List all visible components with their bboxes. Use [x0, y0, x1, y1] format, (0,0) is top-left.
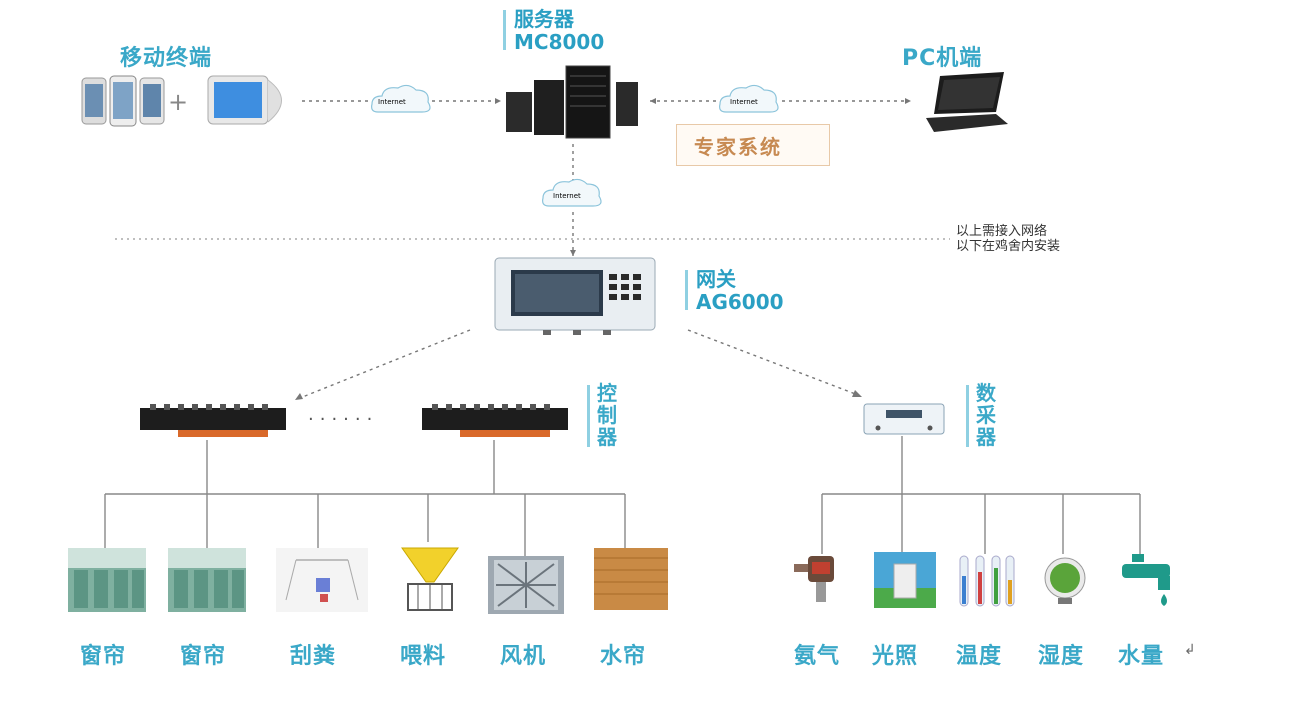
pc-terminal-label: PC机端: [902, 46, 983, 71]
controller-ellipsis: ......: [308, 404, 379, 425]
controller-char-2: 制: [597, 403, 617, 427]
controller-char-3: 器: [597, 425, 617, 449]
actuator-label: 窗帘: [180, 644, 227, 669]
svg-text:Internet: Internet: [730, 98, 758, 106]
actuator-label: 水帘: [600, 644, 647, 669]
internet-cloud-left-icon: Internet: [371, 84, 431, 113]
server-label-model: MC8000: [514, 30, 605, 54]
actuator-label: 喂料: [400, 644, 447, 669]
actuator-label: 风机: [500, 644, 547, 669]
line-break-mark: ↲: [1184, 642, 1196, 658]
gateway-label-cn: 网关: [696, 267, 736, 291]
water-tap-icon: [1122, 554, 1170, 606]
gateway-device-icon: [494, 257, 656, 335]
gateway-label-bar: [685, 270, 688, 310]
note-line-below: 以下在鸡舍内安装: [956, 239, 1061, 254]
curtain-icon: [68, 548, 146, 612]
mobile-terminal-label: 移动终端: [120, 46, 213, 71]
humidity-sensor-icon: [1044, 557, 1086, 604]
server-label: 服务器 MC8000: [514, 8, 604, 54]
svg-text:Internet: Internet: [378, 98, 406, 106]
server-rack-icon: [506, 65, 638, 139]
curtain-icon: [168, 548, 246, 612]
gateway-label-model: AG6000: [696, 290, 784, 314]
svg-text:Internet: Internet: [553, 192, 581, 200]
mobile-devices-icon: +: [81, 75, 282, 127]
collector-label-bar: [966, 385, 969, 447]
laptop-icon: [926, 72, 1008, 132]
thermometer-icon: [959, 555, 1015, 607]
collector-char-3: 器: [976, 425, 996, 449]
fan-icon: [488, 556, 564, 614]
internet-cloud-right-icon: Internet: [719, 84, 779, 113]
svg-text:+: +: [168, 88, 188, 116]
light-sensor-icon: [874, 552, 936, 608]
feeder-icon: [401, 547, 459, 611]
internet-cloud-down-icon: Internet: [542, 178, 602, 207]
sensor-label: 光照: [872, 644, 919, 669]
sensor-label: 氨气: [794, 644, 841, 669]
actuator-label: 窗帘: [80, 644, 127, 669]
controller-label: 控 制 器: [595, 382, 619, 448]
expert-system-label: 专家系统: [694, 135, 782, 159]
gateway-label: 网关 AG6000: [696, 268, 784, 314]
controller-device-left-icon: [140, 404, 286, 437]
expert-system-box: [676, 124, 830, 166]
collector-label: 数 采 器: [974, 382, 998, 448]
server-label-bar: [503, 10, 506, 50]
collector-char-1: 数: [976, 381, 996, 405]
note-line-above: 以上需接入网络: [956, 224, 1048, 239]
controller-device-right-icon: [422, 404, 568, 437]
manure-scraper-icon: [276, 548, 368, 612]
controller-label-bar: [587, 385, 590, 447]
wet-curtain-icon: [594, 548, 668, 610]
actuator-label: 刮粪: [290, 644, 337, 669]
data-collector-device-icon: [863, 403, 945, 435]
controller-char-1: 控: [597, 381, 617, 405]
network-boundary-note: 以上需接入网络 以下在鸡舍内安装: [956, 224, 1060, 254]
server-label-cn: 服务器: [514, 7, 574, 31]
collector-char-2: 采: [976, 403, 996, 427]
sensor-label: 水量: [1118, 644, 1165, 669]
sensor-label: 湿度: [1038, 644, 1085, 669]
sensor-label: 温度: [956, 644, 1003, 669]
ammonia-sensor-icon: [794, 556, 834, 602]
